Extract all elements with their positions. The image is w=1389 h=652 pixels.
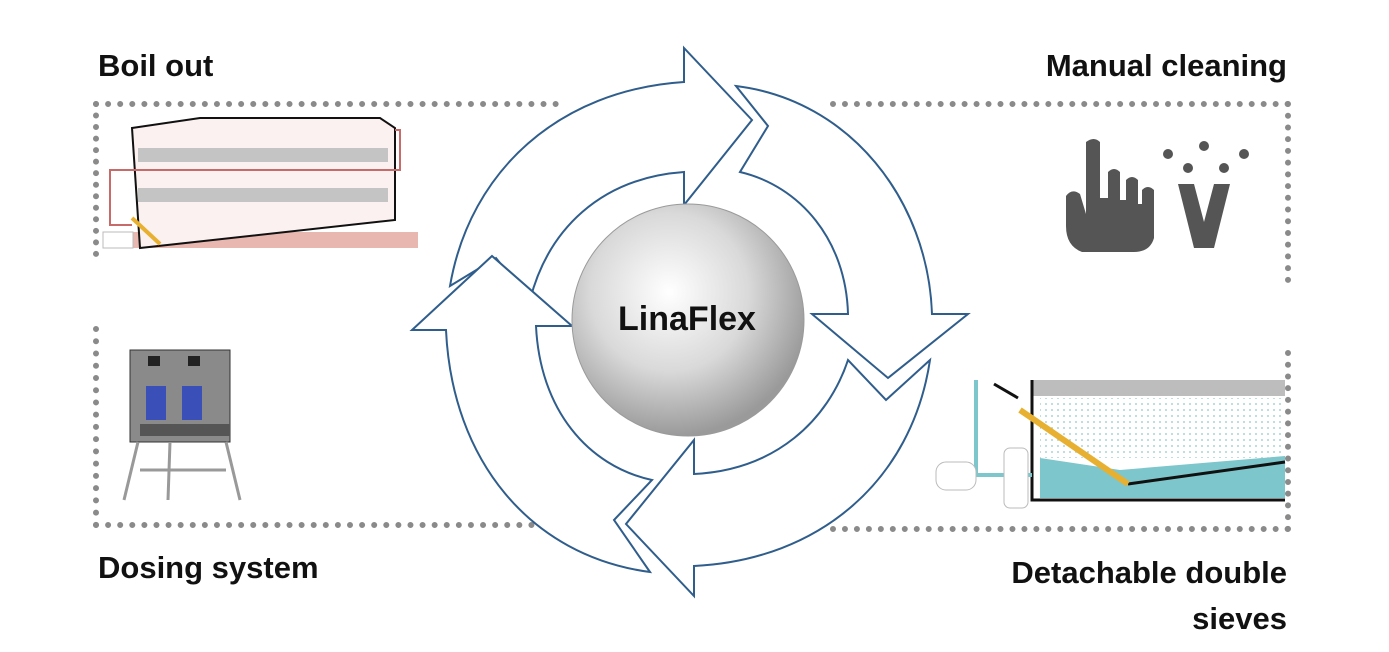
manual-cleaning-label: Manual cleaning: [1045, 48, 1287, 83]
center-label: LinaFlex: [618, 300, 756, 338]
arrow-bottom: [624, 357, 932, 599]
sieve-illustration: [930, 378, 1286, 518]
hand-icon: [1066, 139, 1154, 252]
cycle-arrows: [409, 45, 971, 599]
double-sieves-label-line2: sieves: [1192, 601, 1287, 636]
arrow-left: [409, 254, 654, 574]
boil-out-label: Boil out: [98, 48, 214, 83]
dosing-system-label: Dosing system: [98, 550, 319, 585]
manual-cleaning-frame: [830, 101, 1291, 283]
manual-cleaning-icons: [1066, 139, 1249, 252]
double-sieves-label-line1: Detachable double: [1011, 555, 1287, 590]
center-sphere: [571, 203, 805, 437]
arrow-right: [733, 84, 971, 380]
boil-out-illustration: [102, 117, 418, 250]
spray-icon: [1178, 184, 1230, 248]
dosing-system-frame: [93, 326, 559, 528]
double-sieves-frame: [830, 350, 1291, 532]
boil-out-frame: [93, 101, 559, 257]
arrow-top: [448, 45, 754, 303]
double-sieves-label: Detachable double sieves: [1011, 550, 1287, 642]
dosing-system-illustration: [122, 349, 242, 501]
